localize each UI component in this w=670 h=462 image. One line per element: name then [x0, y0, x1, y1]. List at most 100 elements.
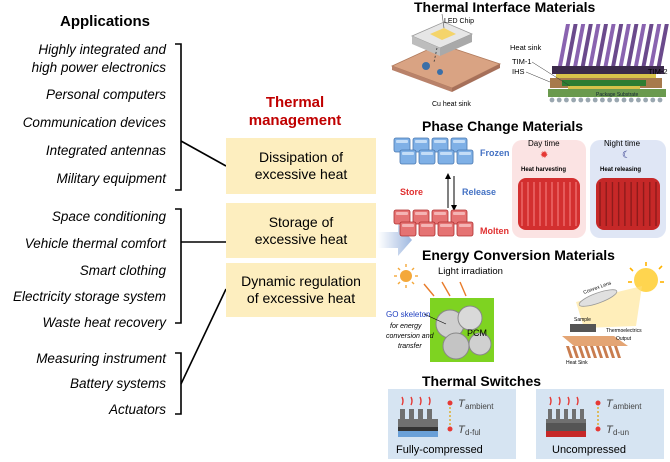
pcm-illustration: Frozen Store Release Molten Day time ✹ H… — [393, 137, 666, 238]
pcm-title: Phase Change Materials — [422, 118, 584, 134]
app-item: high power electronics — [31, 60, 166, 75]
ecm-fin — [614, 346, 621, 358]
ecm-fin — [566, 346, 573, 358]
go-desc-3: transfer — [398, 343, 422, 350]
box-line: excessive heat — [254, 230, 348, 247]
pcm-label: PCM — [467, 328, 487, 338]
app-item: Personal computers — [45, 87, 166, 102]
go-skeleton-label: GO skeleton — [386, 310, 430, 319]
ecm-heat-sink — [562, 336, 628, 346]
heat-sink-fin — [596, 24, 608, 66]
day-time-label: Day time — [528, 139, 560, 148]
app-item: Integrated antennas — [45, 143, 166, 158]
ecm-fin — [608, 346, 615, 358]
frozen-cubes — [393, 137, 474, 165]
solder-ball — [585, 97, 591, 103]
heat-sink-fin — [558, 24, 570, 66]
bracket-group-3 — [175, 352, 182, 415]
big-sun-icon — [634, 268, 658, 292]
tim2-layer — [556, 74, 656, 78]
ecm-title: Energy Conversion Materials — [422, 247, 615, 263]
solder-ball — [657, 97, 663, 103]
switches-illustration: T ambient T d-ful Fully-compressed T amb… — [388, 389, 664, 459]
heat-sink-fin — [603, 24, 616, 66]
solder-ball — [556, 97, 562, 103]
box-line: Dynamic regulation — [241, 273, 361, 289]
fully-compressed-label: Fully-compressed — [396, 444, 483, 456]
ecm-fin — [602, 346, 609, 358]
heat-sink-fin — [580, 24, 593, 66]
solder-ball — [650, 97, 656, 103]
molten-cubes — [393, 209, 474, 237]
convex-lens — [578, 289, 618, 307]
heat-releasing-label: Heat releasing — [600, 167, 641, 173]
applications-title: Applications — [60, 13, 151, 30]
small-sun-icon — [400, 270, 412, 282]
ihs-label: IHS — [512, 67, 525, 76]
go-desc-2: conversion and — [386, 333, 435, 340]
app-item: Highly integrated and — [38, 42, 166, 57]
heat-harvesting-label: Heat harvesting — [521, 167, 566, 173]
output-label: Output — [616, 336, 632, 342]
ecm-fin — [572, 346, 579, 358]
sample-block — [570, 324, 596, 332]
app-item: Vehicle thermal comfort — [24, 236, 166, 251]
tim2-label: TIM-2 — [648, 67, 668, 76]
app-item: Space conditioning — [51, 209, 166, 224]
app-item: Communication devices — [22, 115, 166, 130]
bracket-group-2 — [175, 208, 182, 324]
frozen-label: Frozen — [480, 148, 510, 158]
t-dful: T — [458, 424, 466, 436]
tim1-label: TIM-1 — [512, 57, 532, 66]
tm-title-line2: management — [248, 112, 342, 129]
applications-list: Highly integrated and high power electro… — [0, 0, 166, 462]
solder-ball — [592, 97, 598, 103]
t-dun: T — [606, 424, 614, 436]
app-item: Smart clothing — [79, 263, 166, 278]
app-item: Battery systems — [69, 376, 166, 391]
solder-ball — [600, 97, 605, 103]
t-ambient-2: T — [606, 398, 614, 410]
t-dful-sub: d-ful — [465, 428, 481, 437]
solder-ball — [643, 97, 648, 103]
ecm-illustration: Light irradiation PCM GO skeleton for en… — [386, 262, 664, 366]
app-item: Measuring instrument — [36, 351, 166, 366]
cu-hole — [422, 62, 430, 70]
moon-icon: ☾ — [622, 150, 631, 161]
solder-ball — [571, 97, 576, 103]
cu-heat-sink-label: Cu heat sink — [432, 101, 471, 108]
heat-sink-fin — [626, 24, 639, 66]
t-ambient-1: T — [458, 398, 466, 410]
thermoelectrics-label: Thermoelectrics — [606, 328, 642, 334]
led-chip-label: LED Chip — [444, 18, 474, 25]
light-cone — [576, 286, 642, 328]
heat-sink-fin — [618, 24, 631, 66]
uncompressed-layer — [546, 423, 586, 431]
solder-ball — [621, 97, 627, 103]
bracket-group-1 — [175, 43, 182, 191]
solder-ball — [614, 97, 620, 103]
ecm-fin — [596, 346, 603, 358]
go-desc-1: for energy — [390, 323, 422, 330]
heat-sink-fin — [641, 24, 654, 66]
t-ambient-sub-1: ambient — [465, 402, 494, 411]
solder-ball — [578, 97, 584, 103]
app-item: Waste heat recovery — [42, 315, 166, 330]
tm-title-line1: Thermal — [265, 94, 325, 111]
solder-ball — [607, 97, 612, 103]
switches-title: Thermal Switches — [422, 373, 542, 389]
ecm-heat-sink-label: Heat Sink — [566, 360, 588, 366]
ecm-fin — [578, 346, 585, 358]
box-line: of excessive heat — [246, 290, 356, 306]
tim-illustration: LED Chip Cu heat sink Package Substrate … — [390, 14, 669, 108]
heat-sink-fin — [611, 24, 624, 66]
release-label: Release — [462, 187, 496, 197]
solder-ball — [564, 97, 569, 103]
app-item: Actuators — [108, 402, 166, 417]
package-substrate-label: Package Substrate — [596, 92, 638, 98]
uncompressed-label: Uncompressed — [552, 444, 626, 456]
heat-sink-fin — [573, 24, 586, 66]
app-item: Military equipment — [56, 171, 166, 186]
